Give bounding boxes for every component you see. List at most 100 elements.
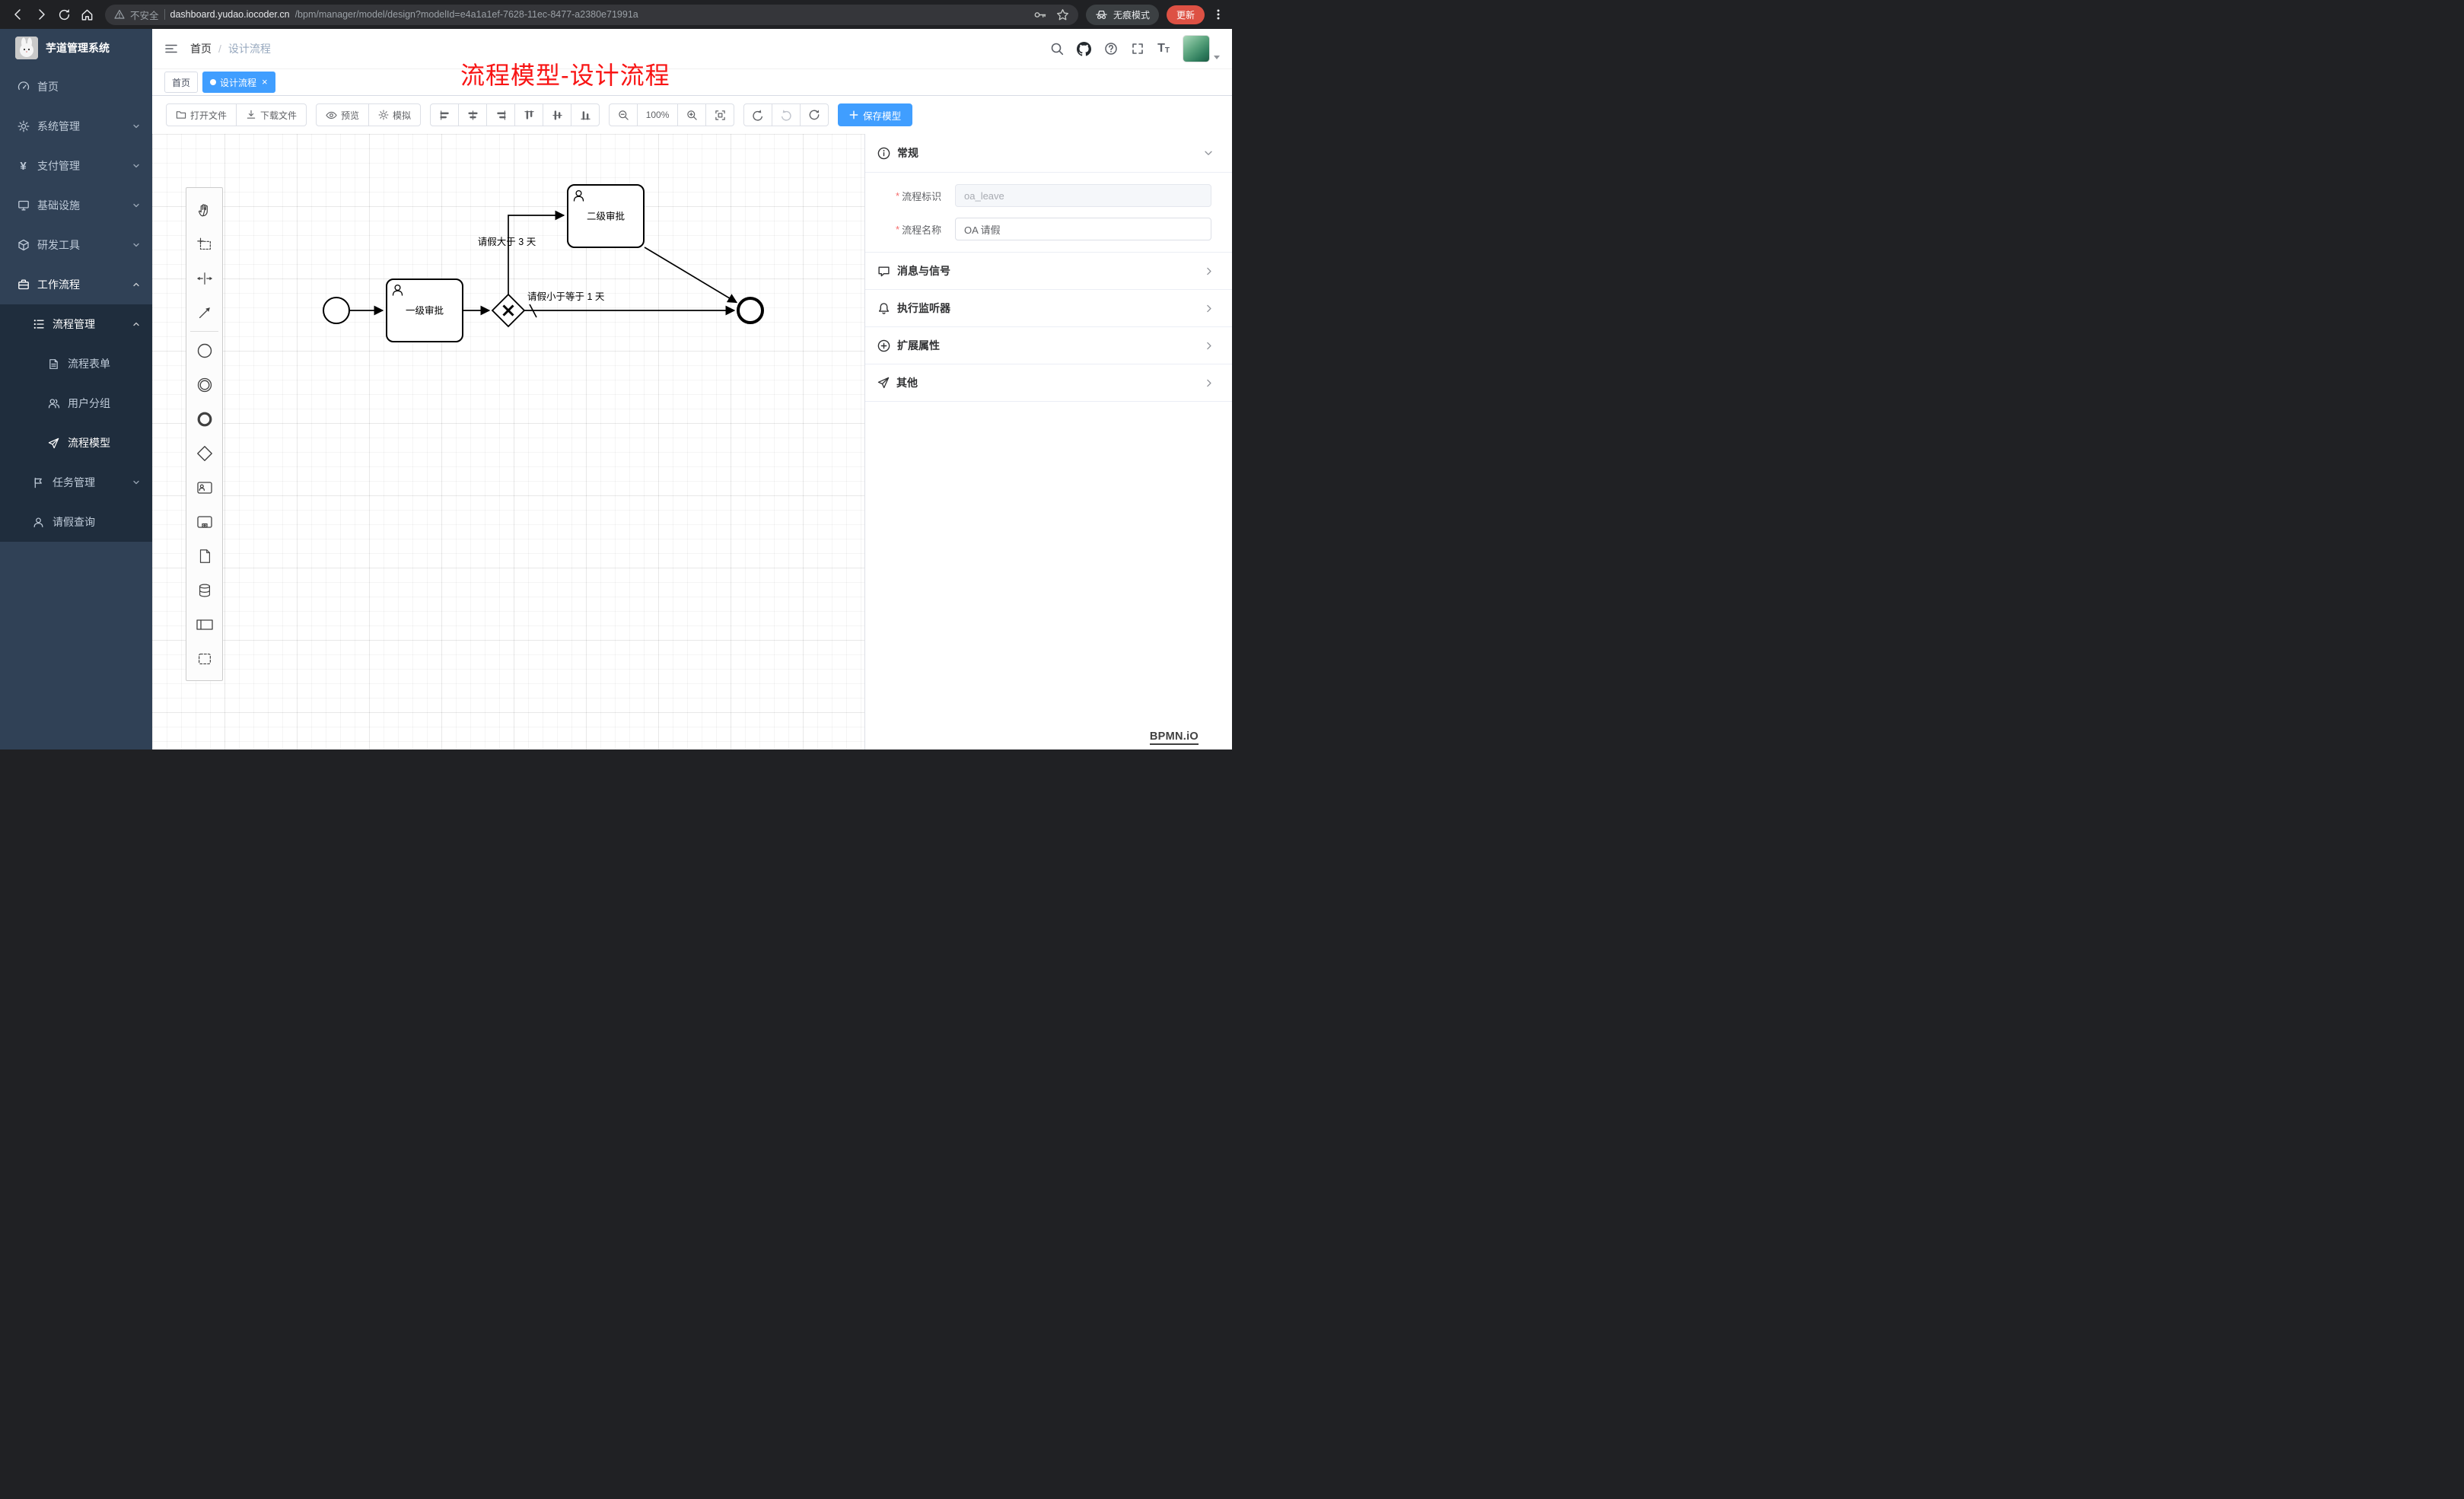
general-fields: 流程标识 流程名称 [865,173,1232,253]
sidebar-item-devtools[interactable]: 研发工具 [0,225,152,265]
panel-section-messages-signals[interactable]: 消息与信号 [865,253,1232,290]
create-subprocess[interactable] [186,504,222,539]
sidebar-item-process-management[interactable]: 流程管理 [0,304,152,344]
condition-label-lte[interactable]: 请假小于等于 1 天 [527,291,605,302]
exclusive-gateway[interactable] [491,293,526,328]
sidebar-item-home[interactable]: 首页 [0,67,152,107]
download-file-button[interactable]: 下载文件 [236,103,307,126]
align-middle-button[interactable] [543,103,572,126]
user-menu[interactable] [1183,35,1220,62]
properties-panel: 常规 流程标识 流程名称 [864,134,1232,750]
chrome-menu-icon[interactable] [1212,8,1224,21]
process-key-input[interactable] [955,184,1211,207]
condition-label-gt[interactable]: 请假大于 3 天 [478,237,536,247]
zoom-out-button[interactable] [609,103,638,126]
panel-section-general[interactable]: 常规 [865,134,1232,173]
create-intermediate-event[interactable] [186,368,222,402]
help-button[interactable] [1104,42,1118,56]
align-bottom-button[interactable] [571,103,600,126]
hand-tool[interactable] [186,193,222,227]
start-event[interactable] [323,297,350,324]
sidebar-item-workflow[interactable]: 工作流程 [0,265,152,304]
fit-screen-icon [715,110,725,120]
create-end-event[interactable] [186,402,222,436]
align-center-button[interactable] [458,103,488,126]
breadcrumb-home[interactable]: 首页 [190,43,212,55]
panel-section-extended-properties[interactable]: 扩展属性 [865,327,1232,364]
app-logo[interactable]: 芋道管理系统 [0,29,152,67]
reload-button[interactable] [53,4,75,25]
home-button[interactable] [76,4,97,25]
open-file-button[interactable]: 打开文件 [166,103,237,126]
address-bar[interactable]: 不安全 dashboard.yudao.iocoder.cn /bpm/mana… [105,4,1078,25]
sidebar-collapse-button[interactable] [164,42,178,56]
incognito-icon [1096,10,1107,19]
search-button[interactable] [1050,42,1064,56]
zoom-reset-button[interactable] [705,103,735,126]
group-icon [198,653,211,664]
forward-button[interactable] [30,4,52,25]
user-task-first-approval[interactable]: 一级审批 [386,278,463,342]
sidebar-item-process-forms[interactable]: 流程表单 [0,344,152,384]
zoom-in-button[interactable] [677,103,707,126]
sidebar-item-leave-query[interactable]: 请假查询 [0,502,152,542]
tags-view-bar: 首页 设计流程 [152,69,1232,96]
incognito-badge[interactable]: 无痕模式 [1085,4,1159,25]
sidebar-item-task-management[interactable]: 任务管理 [0,463,152,502]
bpmn-io-watermark[interactable]: BPMN.iO [1149,730,1199,745]
bookmark-star-icon[interactable] [1056,8,1069,21]
page: 不安全 dashboard.yudao.iocoder.cn /bpm/mana… [0,0,1232,750]
align-top-button[interactable] [514,103,544,126]
sidebar-item-system[interactable]: 系统管理 [0,107,152,146]
briefcase-icon [17,278,30,291]
create-user-task[interactable] [186,470,222,504]
simulate-button[interactable]: 模拟 [368,103,422,126]
lasso-tool[interactable] [186,227,222,261]
panel-section-other[interactable]: 其他 [865,364,1232,402]
undo-button[interactable] [743,103,773,126]
create-data-object[interactable] [186,539,222,573]
restart-button[interactable] [800,103,829,126]
sidebar-item-user-groups[interactable]: 用户分组 [0,384,152,423]
user-task-second-approval[interactable]: 二级审批 [567,184,645,248]
align-left-button[interactable] [430,103,460,126]
process-name-input[interactable] [955,218,1211,240]
redo-button[interactable] [772,103,801,126]
sidebar-item-process-models[interactable]: 流程模型 [0,423,152,463]
preview-button[interactable]: 预览 [316,103,370,126]
align-top-icon [524,110,534,119]
connect-tool[interactable] [186,295,222,329]
create-data-store[interactable] [186,573,222,607]
chevron-right-icon [1204,304,1214,313]
chevron-right-icon [1204,341,1214,351]
create-participant[interactable] [186,607,222,641]
github-button[interactable] [1077,41,1092,56]
svg-text:一级审批: 一级审批 [406,305,444,317]
chevron-down-icon [132,479,140,486]
space-tool[interactable] [186,261,222,295]
chevron-down-icon [132,123,140,130]
designer-toolbar: 打开文件 下载文件 预览 [152,96,1232,134]
sequence-flow-gt-3-days[interactable] [508,210,565,294]
sequence-flow-3[interactable] [644,247,738,304]
incognito-label: 无痕模式 [1113,9,1150,21]
close-tab-icon[interactable] [262,77,268,88]
panel-section-execution-listeners[interactable]: 执行监听器 [865,290,1232,327]
tab-design-process[interactable]: 设计流程 [202,72,275,93]
sidebar-item-infrastructure[interactable]: 基础设施 [0,186,152,225]
tab-home[interactable]: 首页 [164,72,199,93]
align-right-button[interactable] [486,103,516,126]
fullscreen-button[interactable] [1131,42,1144,56]
create-start-event[interactable] [186,333,222,368]
create-gateway[interactable] [186,436,222,470]
back-button[interactable] [8,4,29,25]
bpmn-canvas[interactable]: 一级审批 请假大于 3 天 [152,134,864,750]
sidebar-item-payment[interactable]: ¥ 支付管理 [0,146,152,186]
browser-update-button[interactable]: 更新 [1166,5,1205,24]
key-icon[interactable] [1033,8,1047,21]
download-icon [247,110,256,119]
save-model-button[interactable]: 保存模型 [838,103,913,126]
create-group[interactable] [186,641,222,676]
end-event[interactable] [737,297,764,324]
